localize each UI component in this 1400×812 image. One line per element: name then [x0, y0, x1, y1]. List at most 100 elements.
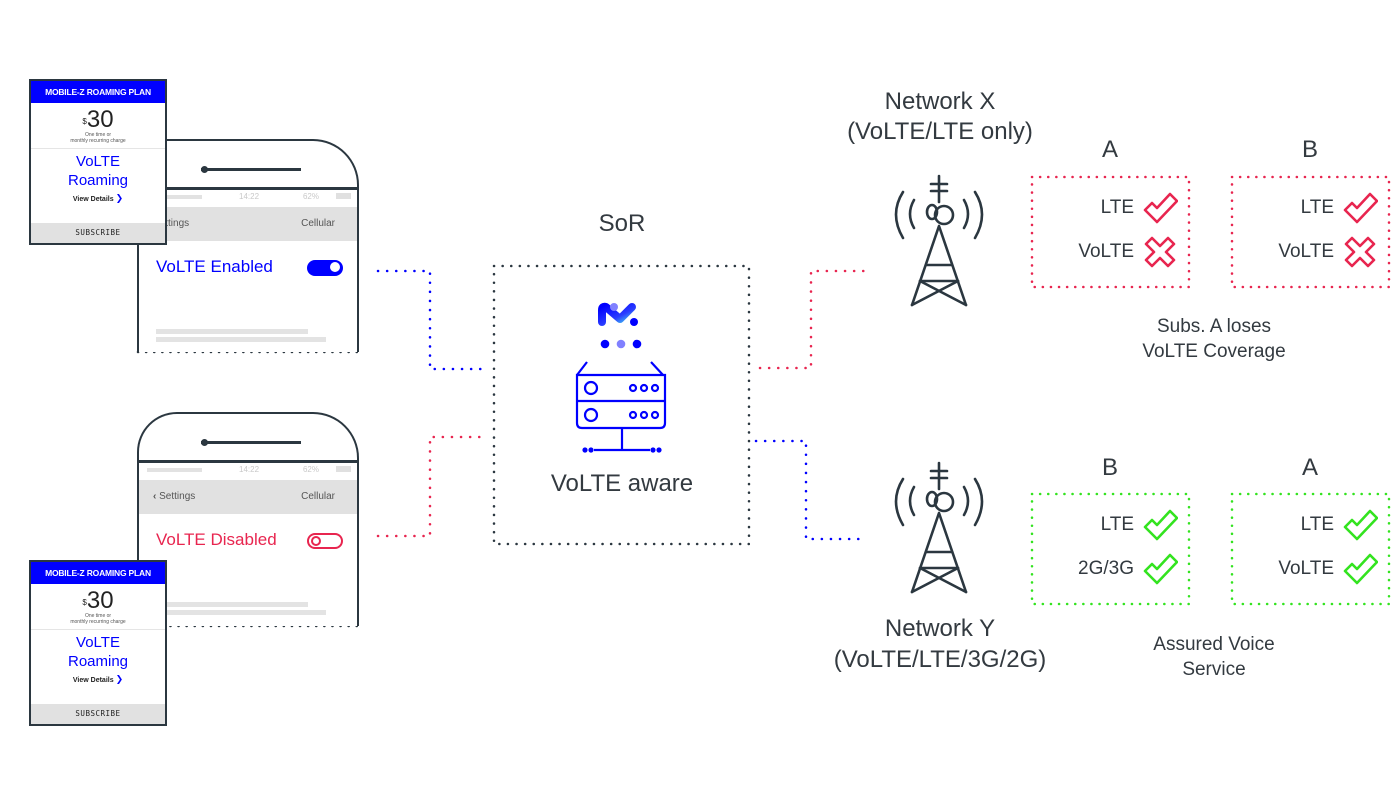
- cross-icon: [1344, 236, 1376, 268]
- phone-speaker-slot: [201, 168, 301, 171]
- toggle-knob: [311, 536, 321, 546]
- plan-title-line: Roaming: [67, 653, 129, 670]
- network-y-sub-b-border: [1030, 492, 1191, 606]
- network-x-sub-a-label: A: [1101, 136, 1118, 163]
- nav-back-label: Settings: [159, 491, 196, 502]
- currency-symbol: $: [82, 117, 87, 126]
- sor-title: SoR: [598, 210, 646, 237]
- view-details-label: View Details: [72, 196, 114, 203]
- network-y-caption: Assured Voice Service: [1114, 632, 1314, 682]
- signal-bar: [147, 195, 202, 199]
- network-x-sub-a-border: [1030, 175, 1191, 289]
- price-value: 30: [86, 587, 114, 614]
- nav-back-button[interactable]: ‹ Settings: [153, 491, 195, 502]
- sor-caption: VoLTE aware: [550, 470, 694, 497]
- plan-note-line: monthly recurring charge: [70, 137, 126, 144]
- caption-line: Subs. A loses: [1156, 316, 1272, 337]
- chevron-left-icon: ‹: [153, 491, 157, 502]
- volte-setting-label: VoLTE Disabled: [156, 530, 277, 549]
- phone-nav-bar: ‹ Settings Cellular: [139, 480, 357, 514]
- volte-toggle-on[interactable]: [307, 260, 343, 276]
- server-rack-icon: [575, 361, 667, 453]
- phone-volte-enabled: 14:22 62% Settings Cellular VoLTE Enable…: [137, 139, 359, 352]
- cross-icon: [1144, 236, 1176, 268]
- plan-card-header: MOBILE-Z ROAMING PLAN: [31, 81, 165, 103]
- divider: [31, 629, 165, 630]
- plan-price: $30: [31, 588, 165, 614]
- placeholder-line: [156, 602, 308, 607]
- plan-note-line: One time or: [84, 613, 112, 619]
- phone-status-bar: 14:22 62%: [139, 462, 357, 480]
- toggle-knob: [330, 262, 340, 272]
- subscribe-button[interactable]: SUBSCRIBE: [31, 223, 165, 243]
- nav-back-button[interactable]: Settings: [153, 218, 190, 229]
- connector-phone1-sor: [376, 269, 490, 371]
- subscribe-button[interactable]: SUBSCRIBE: [31, 704, 165, 724]
- phone-nav-bar: Settings Cellular: [139, 207, 357, 241]
- network-x-sub-b-border: [1230, 175, 1391, 289]
- cell-tower-icon: [894, 461, 984, 594]
- check-icon: [1143, 553, 1178, 585]
- phone-volte-disabled: 14:22 62% ‹ Settings Cellular VoLTE Disa…: [137, 412, 359, 626]
- volte-toggle-off[interactable]: [307, 533, 343, 549]
- plan-price: $30: [31, 107, 165, 133]
- service-name: 2G/3G: [1078, 558, 1134, 579]
- status-battery: 62%: [302, 465, 319, 474]
- phone-status-bar: 14:22 62%: [139, 189, 357, 207]
- network-x-sub-a-box: LTE VoLTE: [1032, 177, 1190, 287]
- network-y-subtitle: (VoLTE/LTE/3G/2G): [833, 646, 1047, 673]
- plan-title-line: Roaming: [67, 172, 129, 189]
- network-x-name: Network X: [884, 88, 996, 115]
- status-time: 14:22: [239, 192, 260, 201]
- caption-line: Service: [1182, 659, 1246, 680]
- check-icon: [1143, 509, 1178, 541]
- network-x-sub-b-label: B: [1301, 136, 1318, 163]
- service-name: LTE: [1300, 514, 1334, 535]
- status-battery: 62%: [302, 192, 319, 201]
- phone-speaker-slot: [201, 441, 301, 444]
- cell-tower-icon: [894, 174, 984, 307]
- plan-note-line: One time or: [84, 132, 112, 138]
- network-x-sub-b-box: LTE VoLTE: [1232, 177, 1390, 287]
- plan-note-line: monthly recurring charge: [70, 618, 126, 625]
- brand-m-logo-icon: [598, 302, 642, 349]
- check-icon: [1343, 553, 1378, 585]
- network-y-name: Network Y: [884, 615, 996, 642]
- battery-icon: [336, 466, 351, 472]
- network-y-sub-a-label: A: [1301, 454, 1318, 481]
- currency-symbol: $: [82, 598, 87, 607]
- caption-line: Assured Voice: [1153, 634, 1275, 655]
- connector-sor-network-y: [754, 439, 864, 541]
- network-x-subtitle: (VoLTE/LTE only): [847, 118, 1033, 145]
- battery-icon: [336, 193, 351, 199]
- status-time: 14:22: [239, 465, 260, 474]
- check-icon: [1343, 192, 1378, 224]
- connector-phone2-sor: [376, 435, 490, 538]
- divider: [31, 148, 165, 149]
- service-name: VoLTE: [1078, 241, 1134, 262]
- signal-bar: [147, 468, 202, 472]
- network-y-sub-b-label: B: [1101, 454, 1118, 481]
- service-name: LTE: [1100, 197, 1134, 218]
- network-y-sub-a-box: LTE VoLTE: [1232, 494, 1390, 604]
- price-value: 30: [86, 106, 114, 133]
- view-details-link[interactable]: View Details ❯: [31, 193, 165, 204]
- service-name: VoLTE: [1278, 241, 1334, 262]
- volte-setting-label: VoLTE Enabled: [156, 257, 273, 276]
- service-name: LTE: [1100, 514, 1134, 535]
- nav-title: Cellular: [301, 491, 335, 502]
- plan-card-header: MOBILE-Z ROAMING PLAN: [31, 562, 165, 584]
- view-details-link[interactable]: View Details ❯: [31, 674, 165, 685]
- check-icon: [1343, 509, 1378, 541]
- phone-bezel-line: [139, 187, 357, 190]
- service-name: VoLTE: [1278, 558, 1334, 579]
- placeholder-line: [156, 610, 326, 615]
- phone-bezel-line: [139, 460, 357, 463]
